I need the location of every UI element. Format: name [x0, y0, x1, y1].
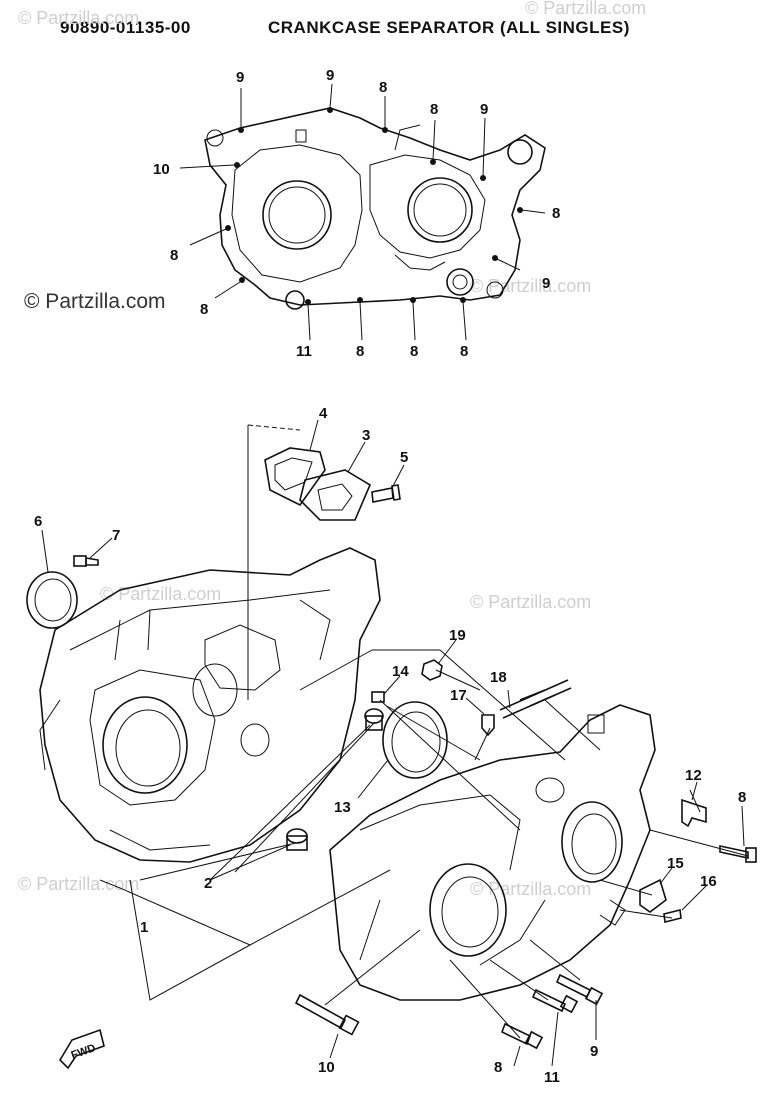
- callout-8: 8: [379, 79, 387, 96]
- callout-9: 9: [326, 67, 334, 84]
- bolt-7: [73, 555, 99, 567]
- callout-8: 8: [460, 343, 468, 360]
- callout-3: 3: [362, 427, 370, 444]
- watermark: © Partzilla.com: [470, 276, 591, 296]
- callout-19: 19: [449, 627, 466, 644]
- bolt-8-right: [719, 845, 757, 863]
- crankcase-right-half: [329, 704, 656, 1001]
- watermark: © Partzilla.com: [100, 584, 221, 604]
- watermark: © Partzilla.com: [525, 0, 646, 18]
- callout-8: 8: [200, 301, 208, 318]
- crankcase-left-half: [39, 547, 381, 863]
- callout-9: 9: [542, 275, 550, 292]
- callout-5: 5: [400, 449, 408, 466]
- watermark: © Partzilla.com: [18, 874, 139, 894]
- crankcase-top-view: [179, 83, 546, 341]
- bolt-9-lower: [555, 973, 604, 1006]
- callout-16: 16: [700, 873, 717, 890]
- fwd-label: FWD: [70, 1042, 98, 1062]
- bolt-14: [371, 691, 385, 703]
- callout-8: 8: [356, 343, 364, 360]
- callout-9: 9: [590, 1043, 598, 1060]
- callout-9: 9: [236, 69, 244, 86]
- gasket-13: [382, 701, 448, 779]
- callout-12: 12: [685, 767, 702, 784]
- gasket-6: [26, 571, 78, 629]
- bolt-10-long: [294, 993, 360, 1036]
- fitting-17: [481, 714, 495, 737]
- callout-8: 8: [738, 789, 746, 806]
- callout-13: 13: [334, 799, 351, 816]
- callout-18: 18: [490, 669, 507, 686]
- bolt-8-lower: [500, 1022, 544, 1050]
- callout-1: 1: [140, 919, 148, 936]
- callout-9: 9: [480, 101, 488, 118]
- callout-8: 8: [170, 247, 178, 264]
- callout-2: 2: [204, 875, 212, 892]
- callout-7: 7: [112, 527, 120, 544]
- callout-11: 11: [544, 1069, 560, 1086]
- callout-8: 8: [494, 1059, 502, 1076]
- callout-4: 4: [319, 405, 328, 422]
- callout-8: 8: [410, 343, 418, 360]
- nut-19: [421, 659, 443, 681]
- fwd-arrow-icon: FWD: [58, 1028, 105, 1070]
- bolt-5: [371, 484, 401, 503]
- callout-14: 14: [392, 663, 409, 680]
- callout-17: 17: [450, 687, 467, 704]
- callout-8: 8: [552, 205, 560, 222]
- diagram-title: CRANKCASE SEPARATOR (ALL SINGLES): [268, 18, 630, 37]
- watermark: © Partzilla.com: [470, 592, 591, 612]
- callout-10: 10: [153, 161, 170, 178]
- bolt-16: [663, 909, 682, 923]
- callout-15: 15: [667, 855, 684, 872]
- callout-11: 11: [296, 343, 312, 360]
- dowel-2: [286, 708, 384, 851]
- cover-15: [639, 878, 667, 913]
- callout-8: 8: [430, 101, 438, 118]
- plate-12: [681, 798, 707, 828]
- watermark: © Partzilla.com: [18, 8, 139, 28]
- bolt-11: [531, 988, 579, 1014]
- callout-6: 6: [34, 513, 42, 530]
- pipe-18: [499, 679, 572, 719]
- cover-3: [299, 469, 372, 521]
- watermark-main: © Partzilla.com: [24, 290, 166, 313]
- callout-10: 10: [318, 1059, 335, 1076]
- watermark: © Partzilla.com: [470, 879, 591, 899]
- part-number: 90890-01135-00: [60, 18, 191, 37]
